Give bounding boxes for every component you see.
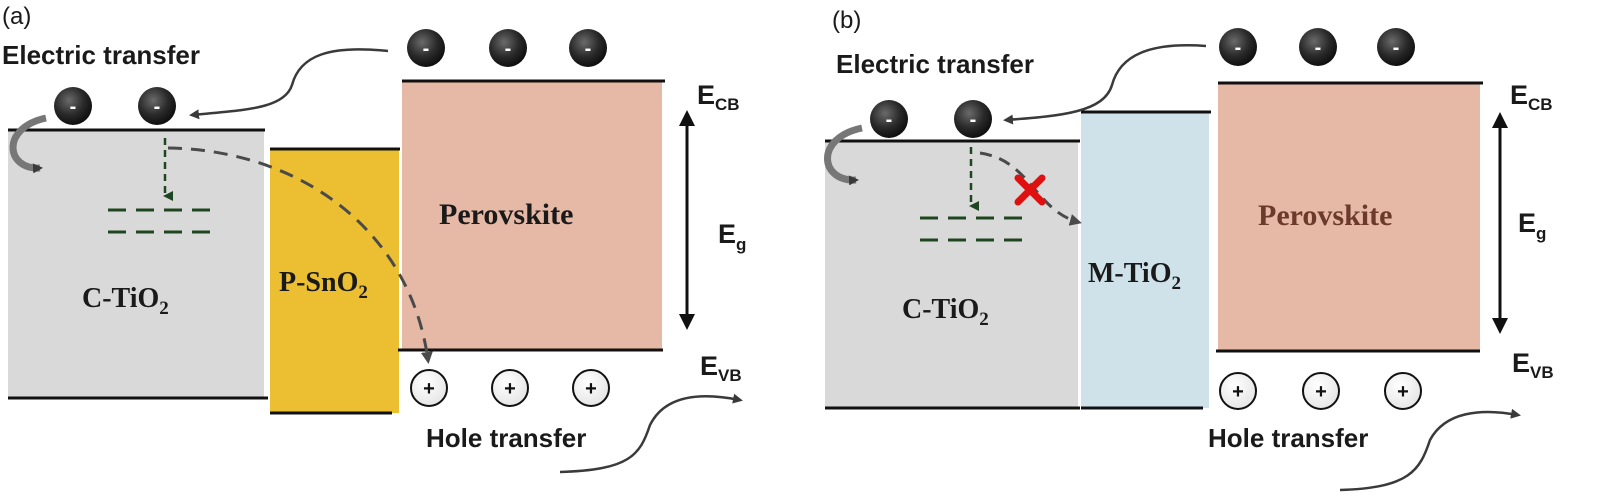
eg-label-a: Eg: [718, 219, 746, 254]
c-tio2-label-a: C-TiO2: [82, 283, 169, 319]
evb-label-b: EVB: [1512, 348, 1554, 382]
electron-a4: -: [54, 87, 92, 125]
svg-text:+: +: [504, 378, 516, 400]
m-tio2-label: M-TiO2: [1088, 258, 1181, 294]
bandgap-arrow-a: [679, 110, 695, 330]
trap-states-b: [920, 216, 1024, 242]
hole-transfer-arrow-a: [559, 393, 743, 474]
electron-b1: -: [1219, 28, 1257, 66]
svg-text:-: -: [1393, 37, 1400, 59]
electric-transfer-arrow-a: [189, 48, 389, 120]
svg-text:+: +: [1397, 381, 1409, 403]
svg-text:-: -: [886, 109, 893, 131]
electron-b2: -: [1299, 28, 1337, 66]
hole-a3: +: [572, 369, 610, 407]
panel-a: (a) - - - - - + +: [2, 3, 746, 474]
m-tio2-layer: [1081, 112, 1209, 408]
blocked-x-mark: [1014, 174, 1046, 206]
perovskite-layer-a: [402, 82, 662, 350]
hole-transfer-label-a: Hole transfer: [426, 423, 586, 453]
svg-text:-: -: [423, 38, 430, 60]
p-sno2-layer: [270, 149, 399, 413]
svg-text:-: -: [1315, 37, 1322, 59]
hole-b2: +: [1302, 372, 1340, 410]
electron-b5: -: [954, 100, 992, 138]
evb-label-a: EVB: [700, 351, 742, 385]
perovskite-label-b: Perovskite: [1258, 199, 1392, 232]
electron-b4: -: [870, 100, 908, 138]
electron-a3: -: [569, 29, 607, 67]
electric-transfer-label-a: Electric transfer: [2, 40, 200, 70]
panel-b-label: (b): [832, 7, 861, 34]
svg-text:+: +: [585, 378, 597, 400]
perovskite-label-a: Perovskite: [439, 198, 573, 231]
electron-b3: -: [1377, 28, 1415, 66]
svg-text:-: -: [1235, 37, 1242, 59]
ecb-label-a: ECB: [697, 80, 740, 114]
ecb-label-b: ECB: [1510, 80, 1553, 114]
c-tio2-label-b: C-TiO2: [902, 294, 989, 330]
hole-a2: +: [491, 369, 529, 407]
electron-a5: -: [138, 87, 176, 125]
electron-a2: -: [489, 29, 527, 67]
svg-text:-: -: [505, 38, 512, 60]
hole-b1: +: [1219, 372, 1257, 410]
hole-transfer-arrow-b: [1339, 408, 1521, 492]
c-tio2-layer-a: [8, 131, 264, 398]
hole-b3: +: [1384, 372, 1422, 410]
svg-text:-: -: [70, 96, 77, 118]
electron-a1: -: [407, 29, 445, 67]
svg-text:+: +: [1315, 381, 1327, 403]
loop-arrow-a: [9, 114, 47, 174]
svg-text:-: -: [585, 38, 592, 60]
electric-transfer-label-b: Electric transfer: [836, 49, 1034, 79]
perovskite-layer-b: [1218, 84, 1480, 350]
panel-b: (b) - - - -: [824, 7, 1554, 492]
bandgap-arrow-b: [1492, 112, 1508, 334]
svg-text:-: -: [154, 96, 161, 118]
trap-states-a: [108, 208, 212, 234]
svg-text:+: +: [423, 378, 435, 400]
electric-transfer-arrow-b: [1003, 44, 1207, 125]
loop-arrow-b: [824, 124, 863, 186]
hole-transfer-label-b: Hole transfer: [1208, 423, 1368, 453]
eg-label-b: Eg: [1518, 208, 1546, 243]
panel-a-label: (a): [2, 3, 31, 30]
recombination-path-a: [167, 146, 433, 364]
p-sno2-label: P-SnO2: [279, 267, 368, 303]
hole-a1: +: [410, 369, 448, 407]
svg-text:+: +: [1232, 381, 1244, 403]
svg-text:-: -: [970, 109, 977, 131]
